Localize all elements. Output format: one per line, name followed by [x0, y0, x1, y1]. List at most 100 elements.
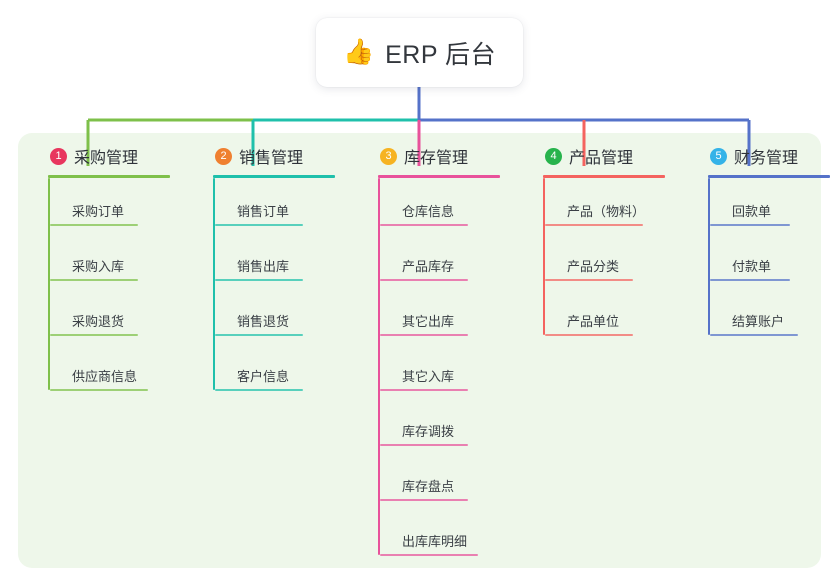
leaf-node[interactable]: 产品单位	[543, 288, 695, 343]
leaf-node-label: 产品（物料）	[567, 204, 646, 219]
leaf-node-underline	[380, 224, 468, 226]
leaf-node-label: 客户信息	[237, 369, 290, 384]
leaf-node-underline	[710, 279, 790, 281]
leaf-node-underline	[380, 334, 468, 336]
leaf-node-underline	[50, 334, 138, 336]
branch-underline	[543, 175, 665, 178]
leaf-node-underline	[710, 334, 798, 336]
leaf-node-label: 采购订单	[72, 204, 125, 219]
branch-item-list: 回款单付款单结算账户	[700, 178, 839, 343]
branch-header-4[interactable]: 4 产品管理	[535, 144, 695, 168]
leaf-node[interactable]: 供应商信息	[48, 343, 200, 398]
branch-title: 采购管理	[74, 150, 139, 167]
leaf-node[interactable]: 其它出库	[378, 288, 530, 343]
leaf-node-underline	[50, 279, 138, 281]
branch-column-1: 1 采购管理采购订单采购入库采购退货供应商信息	[40, 144, 200, 398]
leaf-node-label: 产品分类	[567, 259, 620, 274]
branch-underline	[378, 175, 500, 178]
branch-title: 财务管理	[734, 150, 799, 167]
branch-title: 销售管理	[239, 150, 304, 167]
branch-number-badge: 2	[215, 147, 232, 165]
leaf-node[interactable]: 库存调拨	[378, 398, 530, 453]
branch-title: 产品管理	[569, 150, 634, 167]
leaf-node[interactable]: 采购入库	[48, 233, 200, 288]
leaf-node-underline	[380, 279, 468, 281]
branch-spine	[378, 178, 380, 555]
branch-spine	[708, 178, 710, 335]
branch-column-3: 3 库存管理仓库信息产品库存其它出库其它入库库存调拨库存盘点出库库明细	[370, 144, 530, 563]
branch-title: 库存管理	[404, 150, 469, 167]
branch-item-list: 仓库信息产品库存其它出库其它入库库存调拨库存盘点出库库明细	[370, 178, 530, 563]
leaf-node-underline	[545, 334, 633, 336]
leaf-node[interactable]: 库存盘点	[378, 453, 530, 508]
leaf-node[interactable]: 采购订单	[48, 178, 200, 233]
leaf-node[interactable]: 出库库明细	[378, 508, 530, 563]
leaf-node-label: 采购退货	[72, 314, 125, 329]
branch-header-3[interactable]: 3 库存管理	[370, 144, 530, 168]
branch-spine	[48, 178, 50, 390]
branch-number-badge: 3	[380, 147, 397, 165]
branch-column-5: 5 财务管理回款单付款单结算账户	[700, 144, 839, 343]
branch-spine	[543, 178, 545, 335]
leaf-node-label: 出库库明细	[402, 534, 468, 549]
leaf-node-underline	[50, 389, 148, 391]
leaf-node[interactable]: 其它入库	[378, 343, 530, 398]
branch-number-badge: 4	[545, 147, 562, 165]
leaf-node-label: 仓库信息	[402, 204, 455, 219]
leaf-node-label: 销售出库	[237, 259, 290, 274]
leaf-node[interactable]: 产品分类	[543, 233, 695, 288]
leaf-node-label: 付款单	[732, 259, 772, 274]
branch-underline	[213, 175, 335, 178]
branch-item-list: 采购订单采购入库采购退货供应商信息	[40, 178, 200, 398]
branch-column-4: 4 产品管理产品（物料） 产品分类产品单位	[535, 144, 695, 343]
branch-header-5[interactable]: 5 财务管理	[700, 144, 839, 168]
branch-column-2: 2 销售管理销售订单销售出库销售退货客户信息	[205, 144, 365, 398]
branch-header-1[interactable]: 1 采购管理	[40, 144, 200, 168]
root-node-title: ERP 后台	[385, 40, 497, 69]
leaf-node[interactable]: 产品（物料）	[543, 178, 695, 233]
diagram-panel-background	[18, 133, 821, 568]
leaf-node-label: 回款单	[732, 204, 772, 219]
leaf-node[interactable]: 销售退货	[213, 288, 365, 343]
branch-item-list: 销售订单销售出库销售退货客户信息	[205, 178, 365, 398]
leaf-node-label: 销售订单	[237, 204, 290, 219]
leaf-node[interactable]: 采购退货	[48, 288, 200, 343]
leaf-node-underline	[380, 389, 468, 391]
leaf-node-underline	[215, 279, 303, 281]
leaf-node[interactable]: 结算账户	[708, 288, 839, 343]
leaf-node[interactable]: 产品库存	[378, 233, 530, 288]
leaf-node-label: 库存盘点	[402, 479, 455, 494]
leaf-node-label: 结算账户	[732, 314, 785, 329]
leaf-node[interactable]: 销售出库	[213, 233, 365, 288]
leaf-node-underline	[215, 224, 303, 226]
leaf-node[interactable]: 回款单	[708, 178, 839, 233]
leaf-node-label: 产品单位	[567, 314, 620, 329]
leaf-node-label: 采购入库	[72, 259, 125, 274]
root-node-card[interactable]: 👍 ERP 后台	[316, 18, 523, 87]
leaf-node-underline	[50, 224, 138, 226]
leaf-node-label: 库存调拨	[402, 424, 455, 439]
branch-underline	[48, 175, 170, 178]
branch-number-badge: 1	[50, 147, 67, 165]
leaf-node-label: 其它入库	[402, 369, 455, 384]
branch-underline	[708, 175, 830, 178]
thumbs-up-icon: 👍	[342, 38, 375, 66]
leaf-node-underline	[380, 444, 468, 446]
branch-header-2[interactable]: 2 销售管理	[205, 144, 365, 168]
leaf-node-underline	[545, 279, 633, 281]
branch-number-badge: 5	[710, 147, 727, 165]
leaf-node-underline	[380, 499, 468, 501]
leaf-node[interactable]: 客户信息	[213, 343, 365, 398]
leaf-node-label: 供应商信息	[72, 369, 138, 384]
branch-item-list: 产品（物料） 产品分类产品单位	[535, 178, 695, 343]
leaf-node-underline	[215, 334, 303, 336]
leaf-node[interactable]: 销售订单	[213, 178, 365, 233]
leaf-node-underline	[380, 554, 478, 556]
leaf-node-underline	[545, 224, 643, 226]
leaf-node-underline	[215, 389, 303, 391]
leaf-node[interactable]: 仓库信息	[378, 178, 530, 233]
leaf-node[interactable]: 付款单	[708, 233, 839, 288]
leaf-node-label: 产品库存	[402, 259, 455, 274]
leaf-node-underline	[710, 224, 790, 226]
